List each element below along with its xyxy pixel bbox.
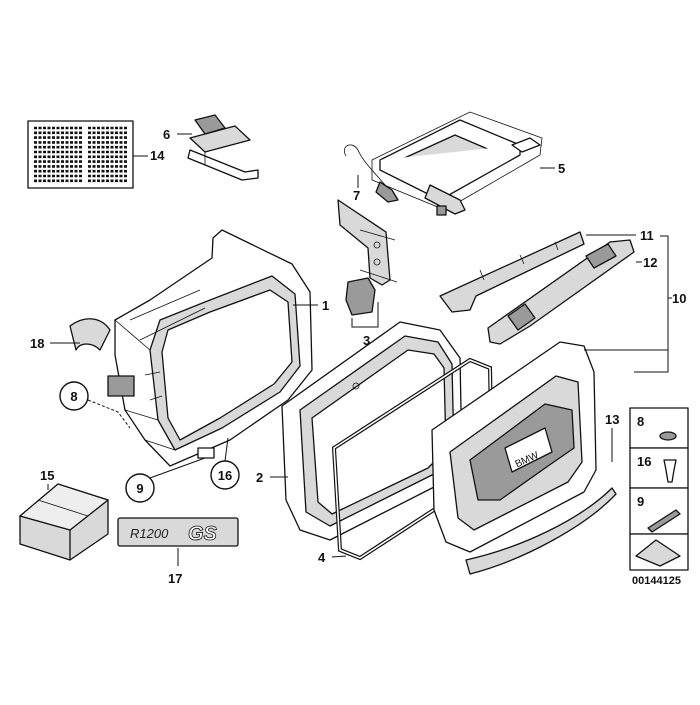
label-14: 14 [150, 148, 165, 163]
lock-bracket-part [337, 199, 398, 316]
decal-model-text: R1200 [130, 526, 169, 541]
pocket-part [69, 318, 111, 351]
arrow-icon [635, 539, 681, 567]
handle-trim-part [487, 239, 635, 345]
label-6: 6 [163, 127, 170, 142]
label-sheet-part [27, 120, 134, 189]
label-8: 8 [70, 389, 77, 404]
label-17: 17 [168, 571, 182, 586]
label-7: 7 [353, 188, 360, 203]
rivet-icon [663, 459, 677, 483]
box-part [18, 483, 110, 561]
label-5: 5 [558, 161, 565, 176]
legend-label-8: 8 [637, 414, 644, 429]
decal-gs-text: GS [188, 523, 218, 545]
label-10: 10 [672, 291, 686, 306]
callout-9-circle [125, 473, 155, 503]
case-shell-part [281, 321, 463, 541]
catalog-number: 00144125 [632, 575, 681, 587]
label-16: 16 [218, 468, 232, 483]
holder-bracket-part [187, 114, 259, 181]
callout-8-circle [59, 381, 89, 411]
inner-case-part [107, 229, 313, 467]
label-18: 18 [30, 336, 44, 351]
legend-label-9: 9 [637, 494, 644, 509]
label-2: 2 [256, 470, 263, 485]
label-4: 4 [318, 550, 326, 565]
small-parts-legend: 8 16 9 [629, 407, 689, 571]
label-12: 12 [643, 255, 657, 270]
label-3: 3 [363, 333, 370, 348]
label-11: 11 [640, 228, 654, 243]
label-13: 13 [605, 412, 619, 427]
cable-part [344, 144, 399, 203]
label-1: 1 [322, 298, 329, 313]
upper-strip-part [439, 231, 585, 313]
legend-label-16: 16 [637, 454, 651, 469]
label-15: 15 [40, 468, 54, 483]
decal-part: R1200 GS [117, 517, 239, 547]
pin-icon [647, 509, 681, 533]
cap-icon [659, 431, 677, 441]
tray-part [371, 111, 543, 216]
label-9: 9 [136, 481, 143, 496]
lid-part: BMW [431, 341, 597, 553]
lid-strip-part [465, 487, 617, 575]
